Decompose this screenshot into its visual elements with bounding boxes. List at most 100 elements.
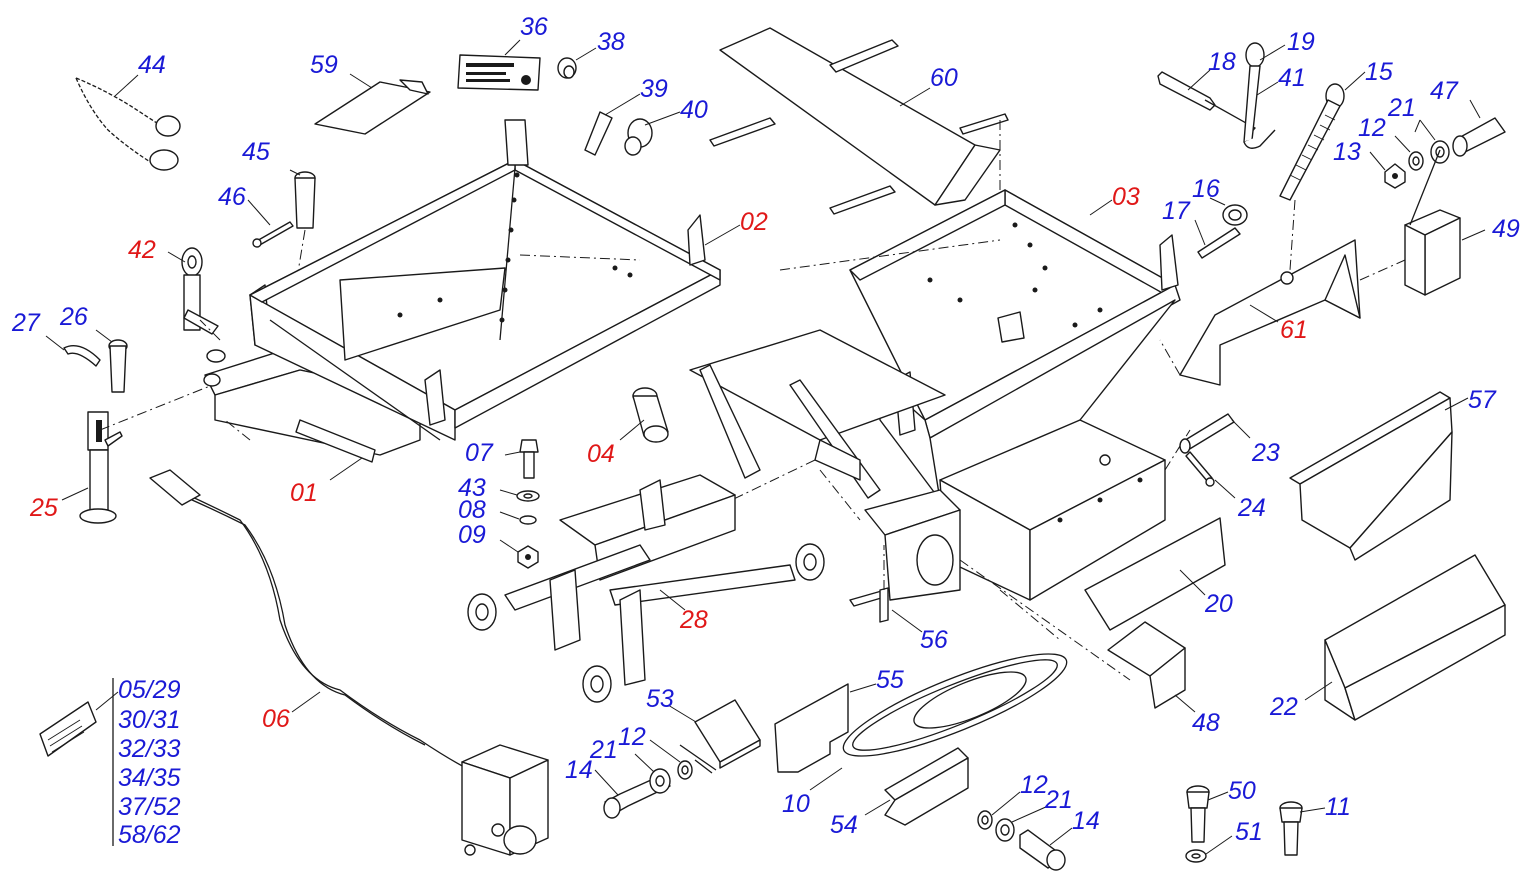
assembly-line xyxy=(519,254,641,261)
callout-41: 41 xyxy=(1278,64,1306,92)
callout-23: 23 xyxy=(1251,439,1280,467)
callout-43: 43 xyxy=(458,474,486,502)
callout-50: 50 xyxy=(1228,777,1256,805)
callout-19: 19 xyxy=(1287,28,1315,56)
decal-set-item: 30/31 xyxy=(118,706,181,734)
washer-21b xyxy=(634,753,671,794)
panel-20 xyxy=(1084,517,1226,631)
spring-screw-15 xyxy=(1279,71,1366,271)
callout-24: 24 xyxy=(1237,494,1266,522)
washer-12a xyxy=(1394,135,1424,171)
callout-25: 25 xyxy=(29,494,58,522)
safety-chain-44 xyxy=(75,74,181,171)
pin-26 xyxy=(95,329,128,393)
id-plate-36 xyxy=(457,39,541,91)
bracket-53 xyxy=(667,699,761,774)
callout-04: 04 xyxy=(587,440,615,468)
belt-10 xyxy=(809,653,1068,791)
hitch-pin-42 xyxy=(167,247,226,363)
bolt-11 xyxy=(1279,801,1326,856)
callout-26: 26 xyxy=(59,303,88,331)
assembly-line xyxy=(199,319,221,341)
cover-57 xyxy=(1289,391,1469,561)
callout-17: 17 xyxy=(1162,197,1191,225)
guard-54 xyxy=(864,747,969,826)
ring-16 xyxy=(1209,197,1248,226)
clip-27 xyxy=(45,335,101,367)
callout-39: 39 xyxy=(640,75,668,103)
assembly-line xyxy=(224,419,251,441)
chassis-frame xyxy=(689,329,1191,681)
washer-21c xyxy=(995,805,1049,842)
callout-38: 38 xyxy=(597,28,625,56)
callout-21-left: 21 xyxy=(589,736,618,764)
callout-60: 60 xyxy=(930,64,958,92)
jack-stand-25 xyxy=(61,379,226,524)
callout-22: 22 xyxy=(1269,693,1298,721)
callout-21-right: 21 xyxy=(1044,786,1073,814)
plate-55 xyxy=(774,683,877,773)
callout-46: 46 xyxy=(218,183,246,211)
clip-46 xyxy=(247,199,294,248)
frame-02 xyxy=(249,119,741,441)
callout-55: 55 xyxy=(876,666,904,694)
wrench-18 xyxy=(1157,69,1257,135)
callout-11: 11 xyxy=(1325,793,1351,821)
hub-right xyxy=(795,543,825,581)
callout-03: 03 xyxy=(1112,183,1140,211)
callout-48: 48 xyxy=(1192,709,1220,737)
callout-36: 36 xyxy=(520,13,548,41)
bracket-39 xyxy=(584,93,641,156)
guard-plate-61 xyxy=(1159,239,1406,386)
callout-18: 18 xyxy=(1208,48,1236,76)
callout-45: 45 xyxy=(242,138,270,166)
bracket-48 xyxy=(1107,621,1196,713)
callout-06: 06 xyxy=(262,705,290,733)
callout-07: 07 xyxy=(465,439,494,467)
hopper-03 xyxy=(849,189,1181,501)
assembly-line xyxy=(779,239,1001,271)
callout-51: 51 xyxy=(1235,818,1263,846)
pin-23 xyxy=(1179,413,1251,454)
axle-28 xyxy=(467,474,825,703)
callout-10: 10 xyxy=(782,790,810,818)
callout-20: 20 xyxy=(1204,590,1233,618)
nut-09 xyxy=(499,539,539,569)
callout-01: 01 xyxy=(290,479,318,507)
decal-set-item: 37/52 xyxy=(118,793,181,821)
callout-21-top: 21 xyxy=(1387,94,1416,122)
pin-17 xyxy=(1194,219,1241,259)
bracket-56 xyxy=(849,545,923,633)
decal-sheet-59 xyxy=(314,73,431,135)
cylinder-04 xyxy=(619,387,669,443)
callout-12-top: 12 xyxy=(1358,114,1386,142)
handle-41-19 xyxy=(1243,42,1286,149)
decal-set-item: 34/35 xyxy=(118,764,181,792)
control-box xyxy=(461,744,549,856)
decal-set-list: 05/29 30/31 32/33 34/35 37/52 58/62 xyxy=(118,676,181,849)
callout-02: 02 xyxy=(740,208,768,236)
bolt-47 xyxy=(1452,99,1506,157)
callout-47: 47 xyxy=(1430,77,1459,105)
bushing-40 xyxy=(624,111,681,156)
callout-08: 08 xyxy=(458,496,486,524)
rivet-38 xyxy=(557,47,597,79)
callout-54: 54 xyxy=(830,811,858,839)
cable-06 xyxy=(149,469,471,771)
decal-card xyxy=(39,678,119,846)
callout-14-right: 14 xyxy=(1072,807,1100,835)
callout-14-left: 14 xyxy=(565,756,593,784)
decal-set-item: 05/29 xyxy=(118,676,181,704)
callout-40: 40 xyxy=(680,96,708,124)
callout-49: 49 xyxy=(1492,215,1520,243)
callout-57: 57 xyxy=(1468,386,1497,414)
washer-08 xyxy=(499,511,537,525)
callout-12-right: 12 xyxy=(1020,771,1048,799)
callout-12-left: 12 xyxy=(618,723,646,751)
callout-59: 59 xyxy=(310,51,338,79)
pin-45 xyxy=(289,169,316,291)
bolt-14b xyxy=(1019,827,1073,871)
washer-51 xyxy=(1185,835,1233,863)
bolt-07 xyxy=(504,439,539,479)
